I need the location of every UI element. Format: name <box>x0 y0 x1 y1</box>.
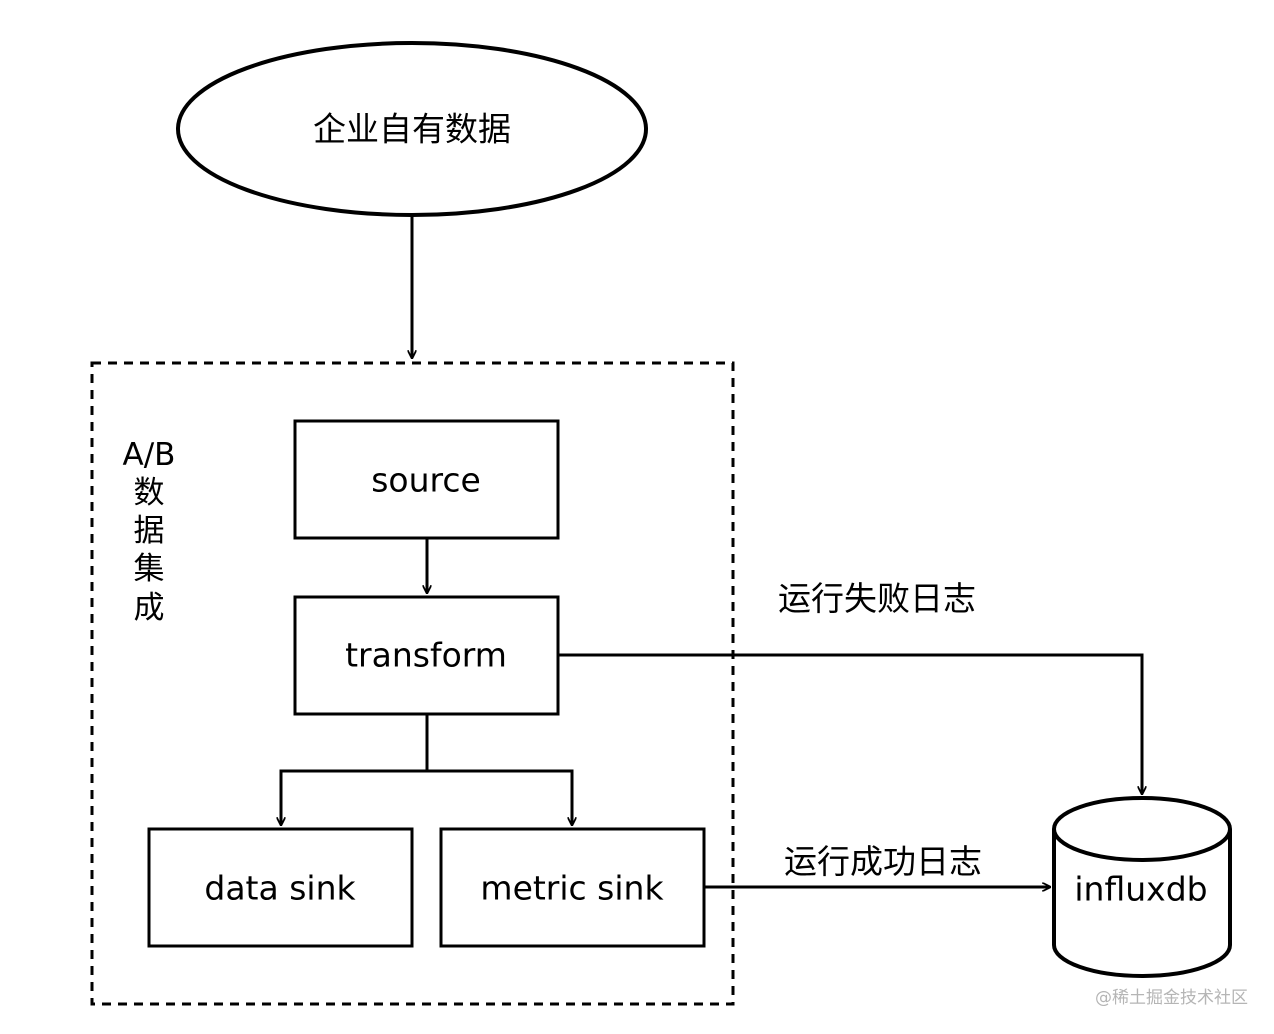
ab-integration-label-line: 集 <box>133 551 165 588</box>
influxdb-cylinder <box>1052 796 1232 978</box>
ab-integration-label-line: 成 <box>133 589 165 626</box>
edge-transform-to-data-sink <box>281 714 429 825</box>
ab-integration-label-line: A/B <box>122 437 176 473</box>
ab-integration-label-line: 据 <box>133 513 165 550</box>
source-box <box>293 419 560 540</box>
watermark: @稀土掘金技术社区 <box>1095 988 1248 1008</box>
metric-sink-box <box>439 827 706 948</box>
ab-integration-label: A/B 数 据 集 成 <box>120 436 178 627</box>
success-log-label: 运行成功日志 <box>784 842 982 881</box>
edge-transform-to-metric-sink <box>427 769 572 825</box>
data-sink-label: data sink <box>204 868 356 908</box>
source-label: source <box>371 460 481 500</box>
transform-box <box>293 595 560 716</box>
edge-transform-to-influxdb <box>558 653 1142 794</box>
metric-sink-label: metric sink <box>480 868 664 908</box>
transform-label: transform <box>345 635 507 675</box>
failure-log-label: 运行失败日志 <box>778 579 976 618</box>
ab-integration-group <box>90 361 735 1006</box>
data-sink-box <box>147 827 414 948</box>
enterprise-data-label: 企业自有数据 <box>313 109 511 149</box>
ab-integration-label-line: 数 <box>133 475 165 512</box>
influxdb-label: influxdb <box>1074 869 1208 909</box>
